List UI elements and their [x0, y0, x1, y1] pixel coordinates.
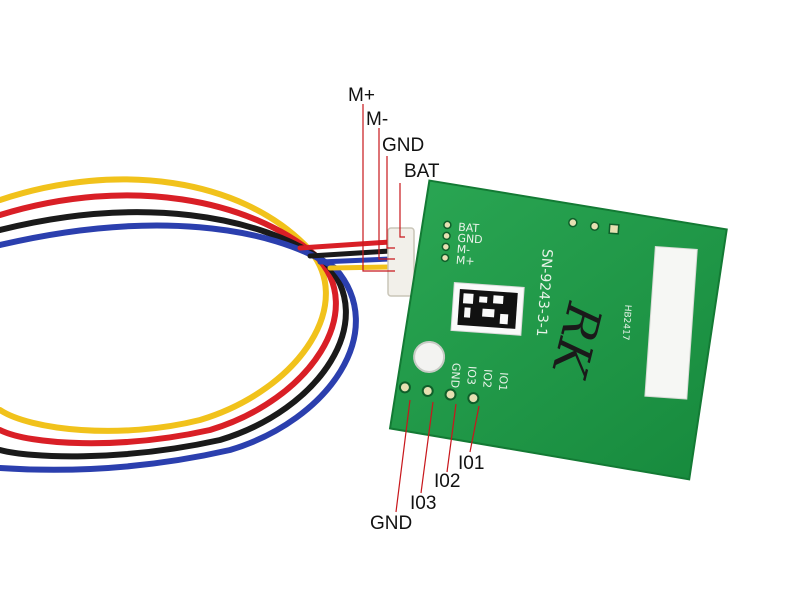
callout-i01: I01	[458, 453, 485, 474]
callout-i02: I02	[434, 471, 461, 492]
top-pad-2	[589, 221, 600, 231]
silk-io2: IO2	[480, 369, 494, 389]
silk-gnd-bottom: GND	[448, 362, 463, 388]
bottom-silkscreen: GND IO3 IO2 IO1	[448, 362, 510, 392]
callout-gnd-top: GND	[382, 135, 425, 156]
bottom-leaders	[395, 399, 480, 513]
callout-bat: BAT	[404, 161, 440, 182]
wire-bundle	[0, 176, 393, 473]
callout-m-plus: M+	[348, 85, 375, 106]
bottom-pads	[398, 381, 480, 405]
silk-bat: BAT	[458, 221, 480, 235]
callout-m-minus: M-	[366, 109, 389, 130]
data-matrix-label	[450, 282, 525, 336]
silk-gnd: GND	[457, 232, 483, 247]
top-leaders	[362, 104, 405, 272]
top-pad-3	[608, 223, 620, 235]
silk-m-minus: M-	[456, 243, 470, 257]
silk-io1: IO1	[496, 372, 510, 392]
antenna-area	[644, 245, 698, 400]
wire-connector	[387, 227, 415, 297]
top-silkscreen: BAT GND M- M+	[440, 220, 483, 268]
mounting-hole	[413, 340, 446, 373]
callout-i03: I03	[410, 493, 437, 514]
top-pad-1	[568, 217, 578, 228]
silk-m-plus: M+	[455, 254, 475, 268]
callout-gnd-bottom: GND	[370, 513, 413, 534]
silk-io3: IO3	[464, 366, 478, 386]
batch-code: HB2417	[620, 304, 632, 340]
pcb-board: BAT GND M- M+ SN-9243-3-1 HB2417 RK GND …	[388, 179, 728, 481]
part-number: SN-9243-3-1	[533, 248, 555, 337]
